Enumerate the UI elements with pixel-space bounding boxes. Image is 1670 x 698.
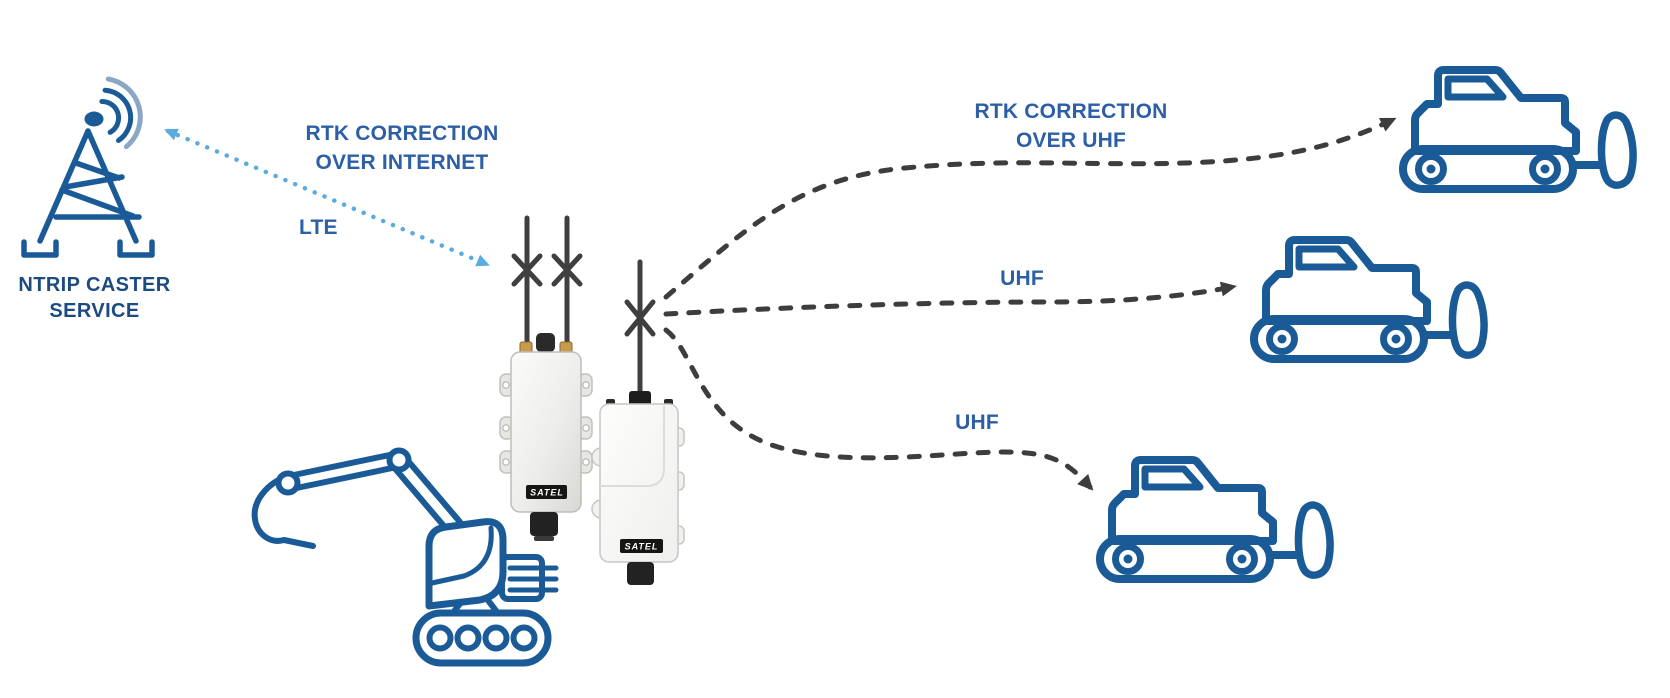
rtk-uhf-label: RTK CORRECTION OVER UHF (956, 97, 1186, 155)
ntrip-caster-label: NTRIP CASTER SERVICE (2, 272, 187, 324)
uhf-arrow-bottom (663, 327, 1094, 491)
bulldozer-icon-top (1403, 70, 1633, 189)
ntrip-caster-label-line2: SERVICE (49, 300, 140, 322)
bulldozer-icon-bottom (1100, 460, 1330, 579)
signal-waves-icon (99, 76, 143, 150)
uhf-bottom-label: UHF (955, 411, 999, 434)
radio-tower-icon (21, 76, 155, 258)
uhf-arrow-middle (663, 281, 1237, 317)
bottom-connector (627, 562, 654, 585)
satel-label-plate (526, 485, 567, 499)
uhf-middle-label: UHF (1000, 267, 1044, 290)
rtk-internet-label-line2: OVER INTERNET (315, 151, 489, 174)
satel-logo: SATEL (625, 542, 659, 552)
antenna-icon (624, 259, 656, 403)
bottom-connector (530, 512, 558, 536)
rtk-internet-label: RTK CORRECTION OVER INTERNET (287, 119, 517, 177)
satel-logo: SATEL (530, 488, 564, 498)
lte-link-arrow (164, 128, 490, 267)
rtk-uhf-label-line1: RTK CORRECTION (974, 100, 1168, 123)
satel-label-plate (620, 539, 663, 553)
rtk-uhf-label-line2: OVER UHF (1015, 129, 1127, 152)
rtk-internet-label-line1: RTK CORRECTION (305, 122, 499, 145)
radio-modem-right: SATEL (591, 259, 685, 585)
bulldozer-icon-middle (1254, 240, 1484, 359)
lte-label: LTE (299, 216, 338, 239)
antenna-icon (511, 215, 583, 353)
radio-modem-left: SATEL (499, 215, 593, 541)
excavator-icon (251, 447, 559, 667)
ntrip-caster-label-line1: NTRIP CASTER (18, 274, 171, 296)
uhf-arrow-top (663, 117, 1397, 300)
